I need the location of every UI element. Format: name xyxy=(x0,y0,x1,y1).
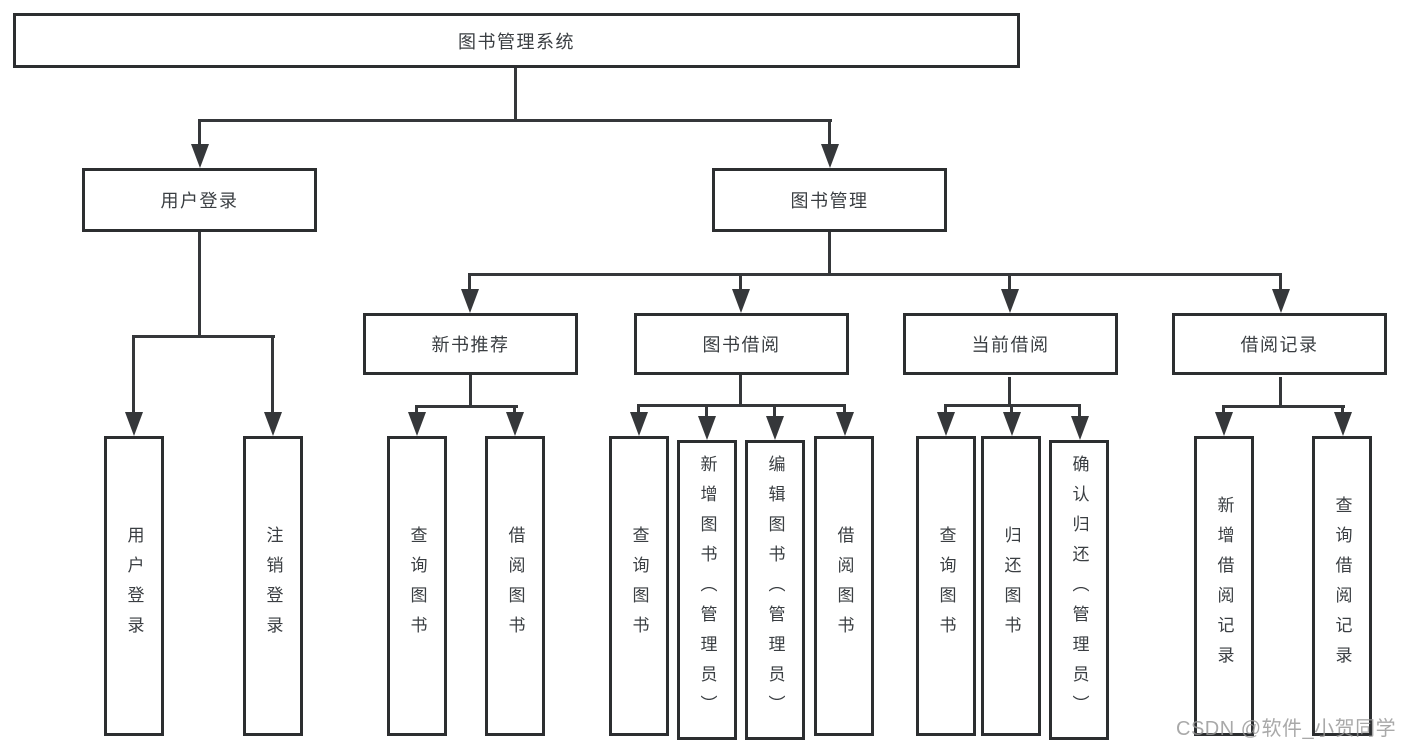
leaf-newbook-query-books-label: 查询图书 xyxy=(407,526,427,646)
arrowhead-down xyxy=(191,144,209,168)
leaf-current-confirm-return-admin: 确认归还（管理员） xyxy=(1049,440,1109,740)
leaf-current-query-books: 查询图书 xyxy=(916,436,976,736)
leaf-records-add-record: 新增借阅记录 xyxy=(1194,436,1254,736)
arrowhead-down xyxy=(698,416,716,440)
connector-root-rail xyxy=(198,119,832,122)
leaf-current-query-books-label: 查询图书 xyxy=(936,526,956,646)
arrowhead-down xyxy=(1001,289,1019,313)
node-user-login: 用户登录 xyxy=(82,168,317,232)
arrowhead-down xyxy=(1334,412,1352,436)
leaf-logout-label: 注销登录 xyxy=(263,526,283,646)
leaf-logout: 注销登录 xyxy=(243,436,303,736)
leaf-newbook-query-books: 查询图书 xyxy=(387,436,447,736)
connector-drop-leaf-logout xyxy=(271,335,274,414)
connector-drop-current-borrowing xyxy=(1008,273,1011,291)
leaf-current-return-books: 归还图书 xyxy=(981,436,1041,736)
connector-drop-borrowing-records xyxy=(1279,273,1282,291)
leaf-current-return-books-label: 归还图书 xyxy=(1001,526,1021,646)
arrowhead-down xyxy=(836,412,854,436)
leaf-records-add-record-label: 新增借阅记录 xyxy=(1214,496,1234,676)
connector-drop xyxy=(1341,405,1344,414)
connector-book-management-stem xyxy=(828,232,831,276)
connector-drop xyxy=(1222,405,1225,414)
leaf-borrow-edit-books-admin: 编辑图书（管理员） xyxy=(745,440,805,740)
arrowhead-down xyxy=(821,144,839,168)
connector-user-login-rail xyxy=(132,335,275,338)
leaf-current-confirm-return-admin-label: 确认归还（管理员） xyxy=(1069,455,1089,725)
connector-current-borrowing-stem xyxy=(1008,377,1011,407)
leaf-borrow-add-books-admin: 新增图书（管理员） xyxy=(677,440,737,740)
arrowhead-down xyxy=(732,289,750,313)
leaf-borrow-borrow-books-label: 借阅图书 xyxy=(834,526,854,646)
leaf-borrow-add-books-admin-label: 新增图书（管理员） xyxy=(697,455,717,725)
arrowhead-down xyxy=(630,412,648,436)
arrowhead-down xyxy=(937,412,955,436)
leaf-user-login-label: 用户登录 xyxy=(124,526,144,646)
connector-drop-user-login xyxy=(198,119,201,147)
arrowhead-down xyxy=(1003,412,1021,436)
leaf-borrow-query-books-label: 查询图书 xyxy=(629,526,649,646)
arrowhead-down xyxy=(408,412,426,436)
connector-new-book-stem xyxy=(469,375,472,408)
node-book-management: 图书管理 xyxy=(712,168,947,232)
connector-borrowing-records-stem xyxy=(1279,377,1282,407)
connector-drop xyxy=(944,404,947,414)
node-user-login-label: 用户登录 xyxy=(160,191,239,211)
node-book-borrowing-label: 图书借阅 xyxy=(702,335,781,355)
connector-drop xyxy=(843,404,846,414)
arrowhead-down xyxy=(506,412,524,436)
connector-drop xyxy=(773,404,776,418)
connector-drop xyxy=(415,405,418,414)
leaf-newbook-borrow-books: 借阅图书 xyxy=(485,436,545,736)
arrowhead-down xyxy=(1071,416,1089,440)
node-borrowing-records: 借阅记录 xyxy=(1172,313,1387,375)
connector-drop xyxy=(637,404,640,414)
leaf-user-login: 用户登录 xyxy=(104,436,164,736)
connector-book-borrowing-rail xyxy=(637,404,846,407)
node-borrowing-records-label: 借阅记录 xyxy=(1240,335,1319,355)
connector-drop-book-borrowing xyxy=(739,273,742,291)
connector-drop xyxy=(513,405,516,414)
connector-drop xyxy=(1010,404,1013,414)
connector-book-management-rail xyxy=(468,273,1282,276)
arrowhead-down xyxy=(766,416,784,440)
node-current-borrowing-label: 当前借阅 xyxy=(971,335,1050,355)
connector-drop-book-management xyxy=(828,119,831,147)
arrowhead-down xyxy=(264,412,282,436)
connector-drop xyxy=(1078,404,1081,418)
node-root-label: 图书管理系统 xyxy=(458,31,575,52)
node-book-management-label: 图书管理 xyxy=(790,191,869,211)
connector-drop-new-book xyxy=(468,273,471,291)
connector-new-book-rail xyxy=(415,405,518,408)
node-book-borrowing: 图书借阅 xyxy=(634,313,849,375)
connector-borrowing-records-rail xyxy=(1222,405,1345,408)
leaf-borrow-edit-books-admin-label: 编辑图书（管理员） xyxy=(765,455,785,725)
leaf-records-query-record: 查询借阅记录 xyxy=(1312,436,1372,736)
node-new-book-recommend: 新书推荐 xyxy=(363,313,578,375)
leaf-newbook-borrow-books-label: 借阅图书 xyxy=(505,526,525,646)
node-root: 图书管理系统 xyxy=(13,13,1020,68)
node-new-book-recommend-label: 新书推荐 xyxy=(431,335,510,355)
leaf-borrow-query-books: 查询图书 xyxy=(609,436,669,736)
leaf-records-query-record-label: 查询借阅记录 xyxy=(1332,496,1352,676)
connector-book-borrowing-stem xyxy=(739,375,742,407)
node-current-borrowing: 当前借阅 xyxy=(903,313,1118,375)
connector-root-stem xyxy=(514,68,517,122)
connector-drop-leaf-login xyxy=(132,335,135,414)
arrowhead-down xyxy=(461,289,479,313)
leaf-borrow-borrow-books: 借阅图书 xyxy=(814,436,874,736)
arrowhead-down xyxy=(1215,412,1233,436)
arrowhead-down xyxy=(1272,289,1290,313)
connector-user-login-stem xyxy=(198,232,201,337)
arrowhead-down xyxy=(125,412,143,436)
connector-drop xyxy=(705,404,708,418)
